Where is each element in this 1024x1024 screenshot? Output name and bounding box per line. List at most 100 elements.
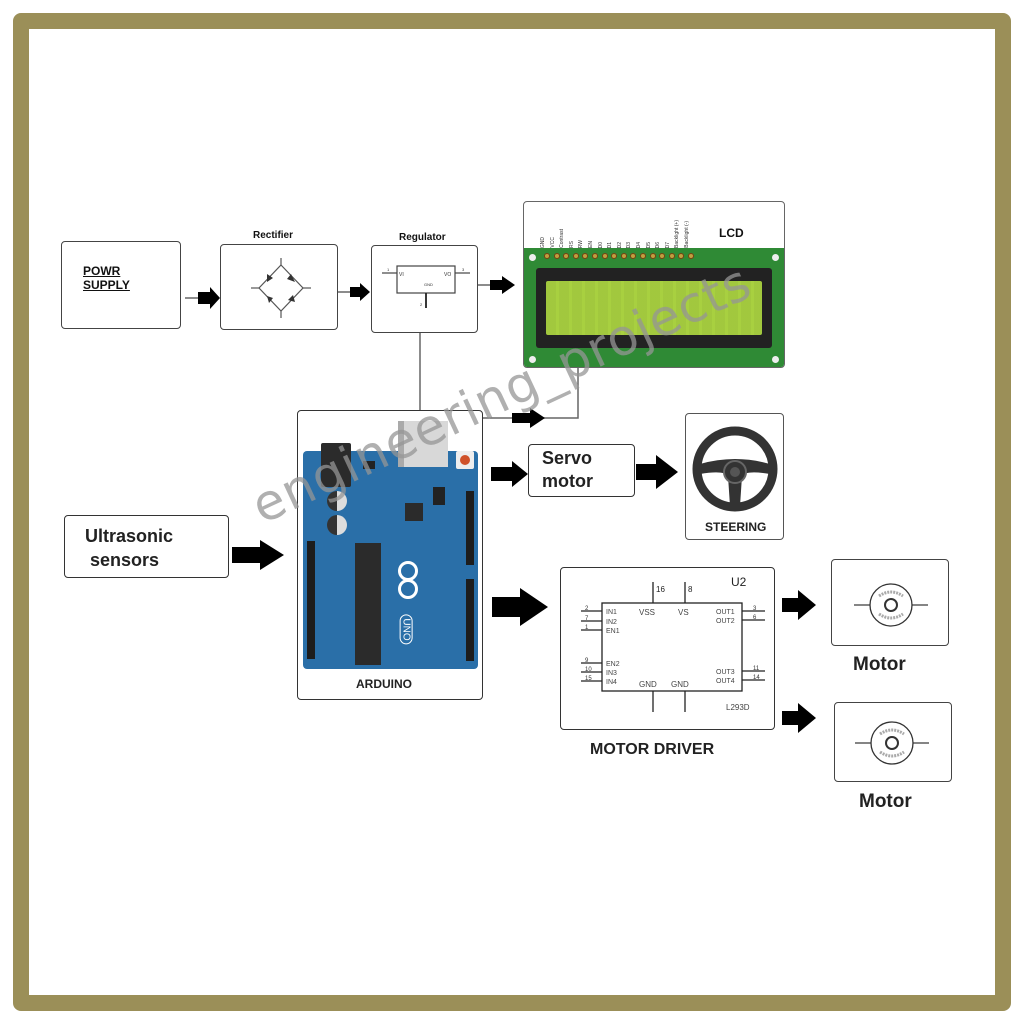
pin-16: 16 bbox=[656, 585, 665, 594]
arrow-arduino-driver bbox=[492, 588, 548, 626]
driver-right-pin-number: 11 bbox=[753, 666, 760, 672]
voltage-regulator-icon: VI VO GND 1 3 2 bbox=[382, 265, 470, 308]
arrow-servo-steering bbox=[636, 455, 678, 489]
lcd-pin-header bbox=[630, 253, 637, 259]
lcd-pin-headers bbox=[544, 253, 704, 259]
rectifier-title: Rectifier bbox=[253, 230, 294, 241]
power-jack bbox=[321, 443, 351, 487]
regulator-pin2-num: 2 bbox=[420, 302, 423, 307]
lcd-bezel bbox=[536, 268, 772, 348]
arrow-driver-motor2 bbox=[782, 703, 816, 733]
driver-part-number: L293D bbox=[726, 703, 750, 712]
power-supply-label-line2: SUPPLY bbox=[83, 278, 130, 292]
steering-wheel-icon bbox=[692, 426, 778, 512]
dc-motor-icon bbox=[854, 583, 928, 627]
lcd-pin-label: Backlight (+) bbox=[674, 220, 681, 248]
icsp-header bbox=[433, 487, 445, 505]
regulator-title: Regulator bbox=[399, 232, 446, 243]
driver-ref: U2 bbox=[731, 575, 747, 589]
arduino-board: UNO bbox=[303, 421, 478, 669]
lcd-mount-hole bbox=[772, 356, 779, 363]
reset-button[interactable] bbox=[456, 451, 474, 469]
motor-driver-label: MOTOR DRIVER bbox=[590, 741, 715, 758]
regulator-pin1-num: 1 bbox=[387, 267, 390, 272]
motor-2-block bbox=[834, 702, 952, 782]
driver-right-pin-number: 3 bbox=[753, 606, 757, 612]
lcd-pin-label: Contrast bbox=[559, 229, 566, 248]
regulator-block: VI VO GND 1 3 2 bbox=[371, 245, 478, 333]
lcd-pin-header bbox=[601, 253, 608, 259]
driver-left-pin-name: IN1 bbox=[606, 609, 617, 616]
atmega-chip bbox=[355, 543, 381, 665]
dc-motor-icon bbox=[855, 721, 929, 765]
lcd-pin-header bbox=[688, 253, 694, 259]
driver-left-pin-name: IN3 bbox=[606, 670, 617, 677]
steering-label: STEERING bbox=[705, 520, 767, 534]
pin-gnd-1: GND bbox=[639, 680, 657, 689]
arduino-block: UNO ARDUINO bbox=[297, 410, 483, 700]
usb-port bbox=[398, 421, 448, 467]
arrow-rectifier-regulator bbox=[350, 283, 370, 301]
usb-chip bbox=[405, 503, 423, 521]
driver-right-pin-name: OUT1 bbox=[716, 609, 735, 616]
driver-right-pin-name: OUT2 bbox=[716, 618, 735, 625]
lcd-pin-header bbox=[659, 253, 666, 259]
lcd-mount-hole bbox=[529, 254, 536, 261]
lcd-mount-hole bbox=[529, 356, 536, 363]
pin-vs: VS bbox=[678, 608, 689, 617]
ultrasonic-label: Ultrasonic sensors bbox=[85, 524, 173, 572]
steering-block: STEERING bbox=[685, 413, 784, 540]
power-supply-block: POWR SUPPLY bbox=[61, 241, 181, 329]
power-supply-label-line1: POWR bbox=[83, 264, 121, 278]
ultrasonic-label-line1: Ultrasonic bbox=[85, 526, 174, 546]
arrow-arduino-servo bbox=[491, 461, 528, 487]
power-supply-label: POWR SUPPLY bbox=[83, 264, 130, 292]
servo-motor-block: Servo motor bbox=[528, 444, 635, 497]
arrow-regulator-lcd bbox=[490, 276, 515, 294]
arrow-ultrasonic-arduino bbox=[232, 540, 284, 570]
driver-left-pin-name: EN2 bbox=[606, 661, 620, 668]
lcd-pin-header bbox=[582, 253, 589, 259]
lcd-pin-label: VCC bbox=[549, 237, 556, 248]
servo-label-line2: motor bbox=[542, 471, 593, 491]
servo-label-line1: Servo bbox=[542, 448, 593, 468]
bridge-rectifier-icon bbox=[251, 258, 311, 318]
regulator-pin-out: VO bbox=[444, 272, 451, 278]
lcd-pin-label: EN bbox=[588, 241, 594, 248]
regulator-pin-gnd: GND bbox=[424, 282, 433, 287]
lcd-mount-hole bbox=[772, 254, 779, 261]
driver-left-pin-number: 7 bbox=[585, 616, 589, 622]
motor-1-label: Motor bbox=[853, 654, 906, 675]
digital-header-top bbox=[466, 491, 474, 565]
lcd-pin-header bbox=[592, 253, 598, 259]
power-header bbox=[307, 541, 315, 659]
ultrasonic-label-line2: sensors bbox=[90, 550, 160, 570]
lcd-screen bbox=[546, 281, 762, 335]
driver-left-pin-name: IN2 bbox=[606, 619, 617, 626]
pin-gnd-2: GND bbox=[671, 680, 689, 689]
regulator-pin-in: VI bbox=[399, 272, 404, 278]
driver-right-pin-name: OUT4 bbox=[716, 678, 735, 685]
lcd-pin-header bbox=[620, 253, 627, 259]
arduino-label: ARDUINO bbox=[356, 677, 412, 691]
page-frame bbox=[13, 13, 1011, 1011]
lcd-pin-header bbox=[563, 253, 570, 259]
driver-right-pin-name: OUT3 bbox=[716, 669, 735, 676]
driver-left-pin-number: 15 bbox=[585, 676, 592, 682]
rectifier-block bbox=[220, 244, 338, 330]
motor-2-label: Motor bbox=[859, 791, 912, 812]
pin-8: 8 bbox=[688, 585, 693, 594]
driver-left-pin-name: IN4 bbox=[606, 679, 617, 686]
lcd-pin-header bbox=[611, 253, 618, 259]
voltage-regulator-chip bbox=[363, 461, 375, 469]
lcd-pcb bbox=[524, 248, 784, 367]
driver-left-pin-number: 2 bbox=[585, 606, 589, 612]
driver-left-pin-name: EN1 bbox=[606, 628, 620, 635]
driver-left-pin-number: 9 bbox=[585, 658, 589, 664]
lcd-pin-header bbox=[649, 253, 656, 259]
lcd-pin-header bbox=[668, 253, 675, 259]
capacitor bbox=[327, 515, 347, 535]
